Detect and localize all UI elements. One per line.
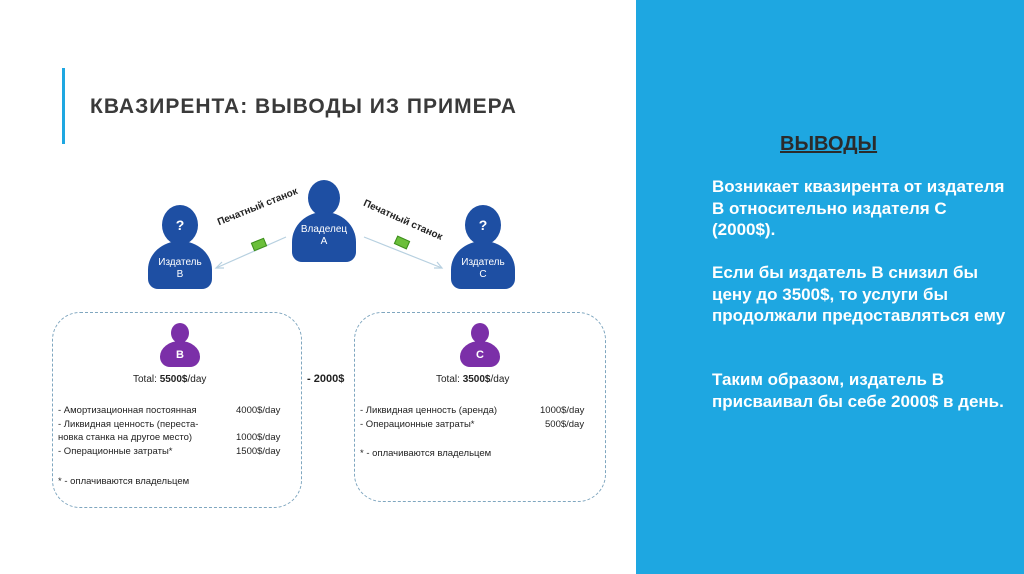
box-c-item-1-value: 1000$/day: [540, 405, 585, 416]
difference-label: - 2000$: [307, 373, 345, 385]
box-c-item-1: - Ликвидная ценность (аренда): [360, 405, 498, 416]
publisher-b-box: [52, 312, 302, 508]
box-c-total-value: 3500$: [462, 374, 491, 385]
box-c-item-2: - Операционные затраты*: [360, 419, 475, 430]
box-c-icon: C: [460, 323, 500, 367]
box-c-footnote: * - оплачиваются владельцем: [360, 448, 492, 459]
box-b-icon-letter: B: [176, 349, 184, 361]
box-b-footnote: * - оплачиваются владельцем: [58, 476, 190, 487]
owner-label-2: А: [320, 236, 328, 247]
publisher-b-figure: ? Издатель В: [148, 205, 212, 289]
arrow-right-head: [434, 261, 444, 269]
box-b-total-value: 5500$: [159, 374, 188, 385]
box-b-item-4-value: 1500$/day: [236, 446, 281, 457]
owner-label-1: Владелец: [300, 224, 348, 235]
box-b-item-2: - Ликвидная ценность (переста-: [58, 419, 199, 430]
slide-title: КВАЗИРЕНТА: ВЫВОДЫ ИЗ ПРИМЕРА: [90, 95, 517, 118]
box-c-item-2-value: 500$/day: [545, 419, 585, 430]
publisher-c-body: [451, 241, 515, 289]
box-b-total-suffix: /day: [187, 374, 207, 385]
box-c-icon-head: [471, 323, 489, 343]
owner-body: [292, 212, 356, 262]
box-b-total: Total: 5500$/day: [133, 374, 206, 385]
box-b-item-1-value: 4000$/day: [236, 405, 281, 416]
publisher-c-label-2: С: [479, 269, 487, 280]
publisher-c-head: [465, 205, 501, 245]
publisher-b-qmark: ?: [175, 217, 185, 233]
publisher-b-label-2: В: [176, 269, 184, 280]
box-c-icon-letter: C: [476, 349, 484, 361]
publisher-c-box: [354, 312, 606, 502]
box-b-icon-head: [171, 323, 189, 343]
arrow-left-head: [214, 261, 224, 269]
box-b-item-3: новка станка на другое место): [58, 432, 193, 443]
box-c-total: Total: 3500$/day: [436, 374, 509, 385]
owner-head: [308, 180, 340, 216]
publisher-c-qmark: ?: [478, 217, 488, 233]
owner-a-figure: Владелец А: [292, 180, 356, 262]
box-c-icon-body: [460, 341, 500, 367]
conclusion-paragraph-3: Таким образом, издатель В присваивал бы …: [712, 370, 1004, 411]
box-c-total-prefix: Total:: [436, 374, 463, 385]
box-b-total-prefix: Total:: [133, 374, 160, 385]
publisher-b-label-1: Издатель: [158, 257, 202, 268]
publisher-c-label-1: Издатель: [461, 257, 505, 268]
box-b-item-1: - Амортизационная постоянная: [58, 405, 197, 416]
conclusion-paragraph-1: Возникает квазирента от издателя В относ…: [712, 177, 1005, 239]
publisher-c-figure: ? Издатель С: [451, 205, 515, 289]
box-b-item-4: - Операционные затраты*: [58, 446, 173, 457]
conclusions-heading: ВЫВОДЫ: [780, 133, 878, 155]
conclusions-panel: [636, 0, 1024, 574]
conclusion-paragraph-2: Если бы издатель В снизил бы цену до 350…: [712, 263, 1006, 325]
publisher-b-head: [162, 205, 198, 245]
arrow-right-line: [363, 236, 443, 269]
box-c-total-suffix: /day: [490, 374, 510, 385]
box-b-icon-body: [160, 341, 200, 367]
arrow-left-line: [215, 236, 287, 269]
title-accent-bar: [62, 68, 65, 144]
box-b-item-3-value: 1000$/day: [236, 432, 281, 443]
box-b-icon: B: [160, 323, 200, 367]
publisher-b-body: [148, 241, 212, 289]
